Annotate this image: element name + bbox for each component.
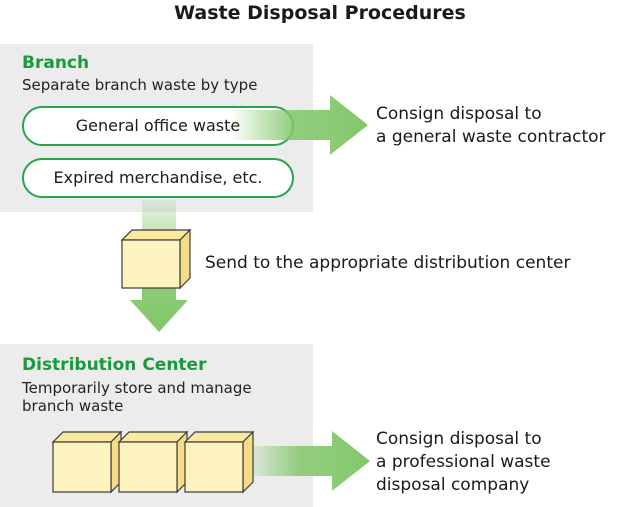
arrow-distribution-center-to-professional-company	[242, 431, 370, 491]
branch-heading: Branch	[22, 53, 90, 73]
storage-box-icon-2	[117, 430, 189, 494]
distribution-center-subtitle-line1: Temporarily store and manage	[22, 379, 252, 397]
transfer-box-icon	[120, 228, 192, 290]
general-contractor-line1: Consign disposal to	[376, 104, 542, 124]
transfer-label: Send to the appropriate distribution cen…	[205, 253, 571, 273]
diagram-title: Waste Disposal Procedures	[174, 2, 466, 24]
distribution-center-heading: Distribution Center	[22, 355, 207, 375]
storage-box-icon-1	[51, 430, 123, 494]
professional-company-line1: Consign disposal to	[376, 429, 542, 449]
distribution-center-subtitle-line2: branch waste	[22, 397, 124, 415]
storage-box-icon-3	[183, 430, 255, 494]
professional-company-line2: a professional waste	[376, 452, 551, 472]
professional-company-line3: disposal company	[376, 475, 530, 495]
arrow-branch-to-general-contractor	[230, 95, 368, 155]
branch-subtitle: Separate branch waste by type	[22, 76, 258, 94]
waste-type-expired-merchandise: Expired merchandise, etc.	[22, 158, 294, 198]
general-contractor-line2: a general waste contractor	[376, 127, 606, 147]
